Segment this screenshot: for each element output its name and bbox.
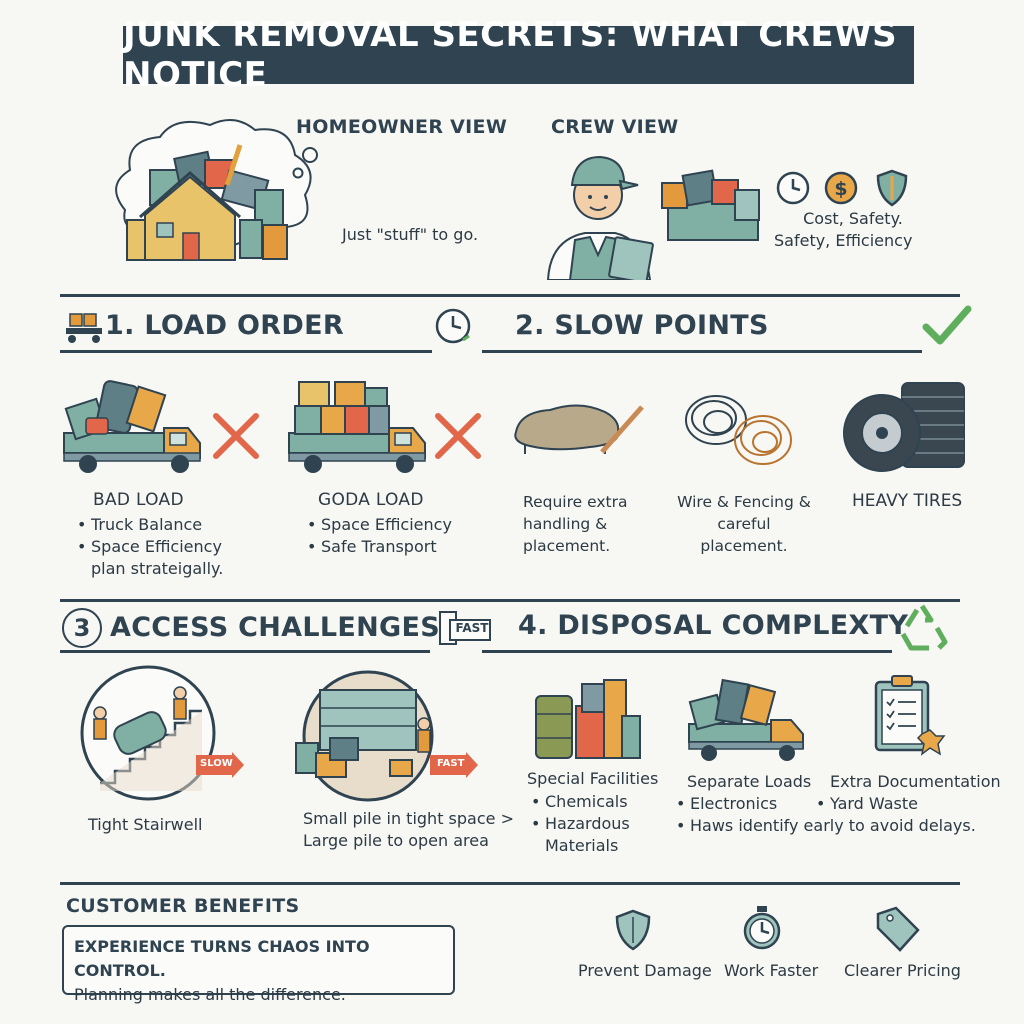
slow-point-handling-text: Require extra handling & placement. [523,491,627,557]
benefit-headline: EXPERIENCE TURNS CHAOS INTO CONTROL. [74,937,370,980]
wrong-x-icon [213,413,259,459]
stairwell-caption: Tight Stairwell [88,815,203,834]
section-load-order-heading: 1. LOAD ORDER [105,310,344,341]
benefit-work-faster: Work Faster [724,961,819,980]
pile-caption: Small pile in tight space > Large pile t… [303,808,514,852]
extra-documentation-title: Extra Documentation [830,772,1001,791]
separate-loads-title: Separate Loads [687,772,812,791]
good-load-list: •Space Efficiency •Safe Transport [307,514,452,558]
divider [482,350,922,353]
homeowner-caption: Just "stuff" to go. [342,225,479,244]
door-fast-icon [439,611,491,645]
divider [60,350,432,353]
price-tag-icon [876,906,920,952]
stopwatch-icon [743,906,781,950]
text-line: handling & [523,515,608,533]
text-line: Small pile in tight space > [303,809,514,828]
crew-caption-line1: Cost, Safety. [803,209,903,228]
list-item: •Space Efficiency [307,515,452,534]
fast-tag-label: FAST [437,758,465,769]
clock-icon [776,171,810,205]
garage-illustration [295,670,434,802]
benefit-subline: Planning makes all the difference. [74,985,346,1004]
divider [60,294,960,297]
benefit-callout: EXPERIENCE TURNS CHAOS INTO CONTROL. Pla… [62,925,455,1004]
crew-caption: Cost, Safety. [793,208,913,230]
bad-load-truck-illustration [63,380,201,473]
list-item: Materials [545,836,619,855]
clock-icon [435,308,471,344]
list-item: plan strateigally. [91,559,224,578]
divider [60,599,960,602]
list-item: •Safe Transport [307,537,437,556]
fast-arrow-tag [430,752,478,778]
shield-icon [615,909,651,951]
mattress-illustration [514,404,644,454]
list-item: •Yard Waste [816,794,918,813]
text-line: careful placement. [700,515,788,555]
tire-stack-illustration [843,382,965,472]
section-number-badge: 3 [62,608,102,648]
slow-tag-label: SLOW [200,758,233,769]
benefit-clearer-pricing: Clearer Pricing [844,961,961,980]
section-access-heading: ACCESS CHALLENGES [110,612,440,643]
clipboard-icon [874,675,946,756]
wire-coil-illustration [685,395,792,465]
bad-load-title: BAD LOAD [93,490,184,510]
list-item: •Hazardous [531,814,630,833]
check-icon [922,305,972,345]
divider [60,650,430,653]
list-item: •Truck Balance [77,515,203,534]
slow-point-wire-text: Wire & Fencing & careful placement. [675,491,813,557]
crew-view-label: CREW VIEW [551,116,679,138]
separate-loads-list: •Electronics •Haws identify early to avo… [676,793,976,837]
special-facilities-list: •Chemicals •Hazardous Materials [531,791,630,857]
stairwell-illustration [80,665,216,801]
benefit-prevent-damage: Prevent Damage [578,961,712,980]
list-item: •Electronics [676,794,778,813]
section-disposal-heading: 4. DISPOSAL COMPLEXTY [518,610,909,641]
good-load-truck-illustration [288,381,426,473]
recycle-icon [900,604,948,651]
homeowner-thought-cloud-illustration [115,119,318,261]
extra-documentation-list: •Yard Waste [816,793,918,815]
slow-point-tires-text: HEAVY TIRES [852,491,963,511]
customer-benefits-label: CUSTOMER BENEFITS [66,895,300,917]
good-load-title: GODA LOAD [318,490,424,510]
text-line: Large pile to open area [303,831,489,850]
section-slow-points-heading: 2. SLOW POINTS [515,310,769,341]
crew-worker-illustration [546,155,760,280]
list-item: •Chemicals [531,792,628,811]
hazardous-drums-illustration [535,679,641,759]
page-title: JUNK REMOVAL SECRETS: WHAT CREWS NOTICE [123,15,914,95]
slow-arrow-tag [196,752,244,778]
list-item: •Space Efficiency [77,537,222,556]
bad-load-list: •Truck Balance •Space Efficiency plan st… [77,514,223,580]
text-line: placement. [523,537,611,555]
text-line: Wire & Fencing & [677,493,811,511]
dollar-icon: $ [824,171,858,205]
shield-icon [876,169,908,207]
fast-icon-label: FAST [455,621,489,635]
homeowner-view-label: HOMEOWNER VIEW [296,116,508,138]
list-item: •Haws identify early to avoid delays. [676,816,976,835]
text-line: Require extra [523,493,628,511]
special-facilities-title: Special Facilities [527,769,659,788]
wrong-x-icon [435,413,481,459]
divider [482,650,892,653]
divider [60,882,960,885]
separate-loads-truck-illustration [688,678,804,761]
crew-caption-line2: Safety, Efficiency [774,231,913,250]
svg-text:$: $ [834,178,847,200]
dolly-icon [66,313,102,343]
